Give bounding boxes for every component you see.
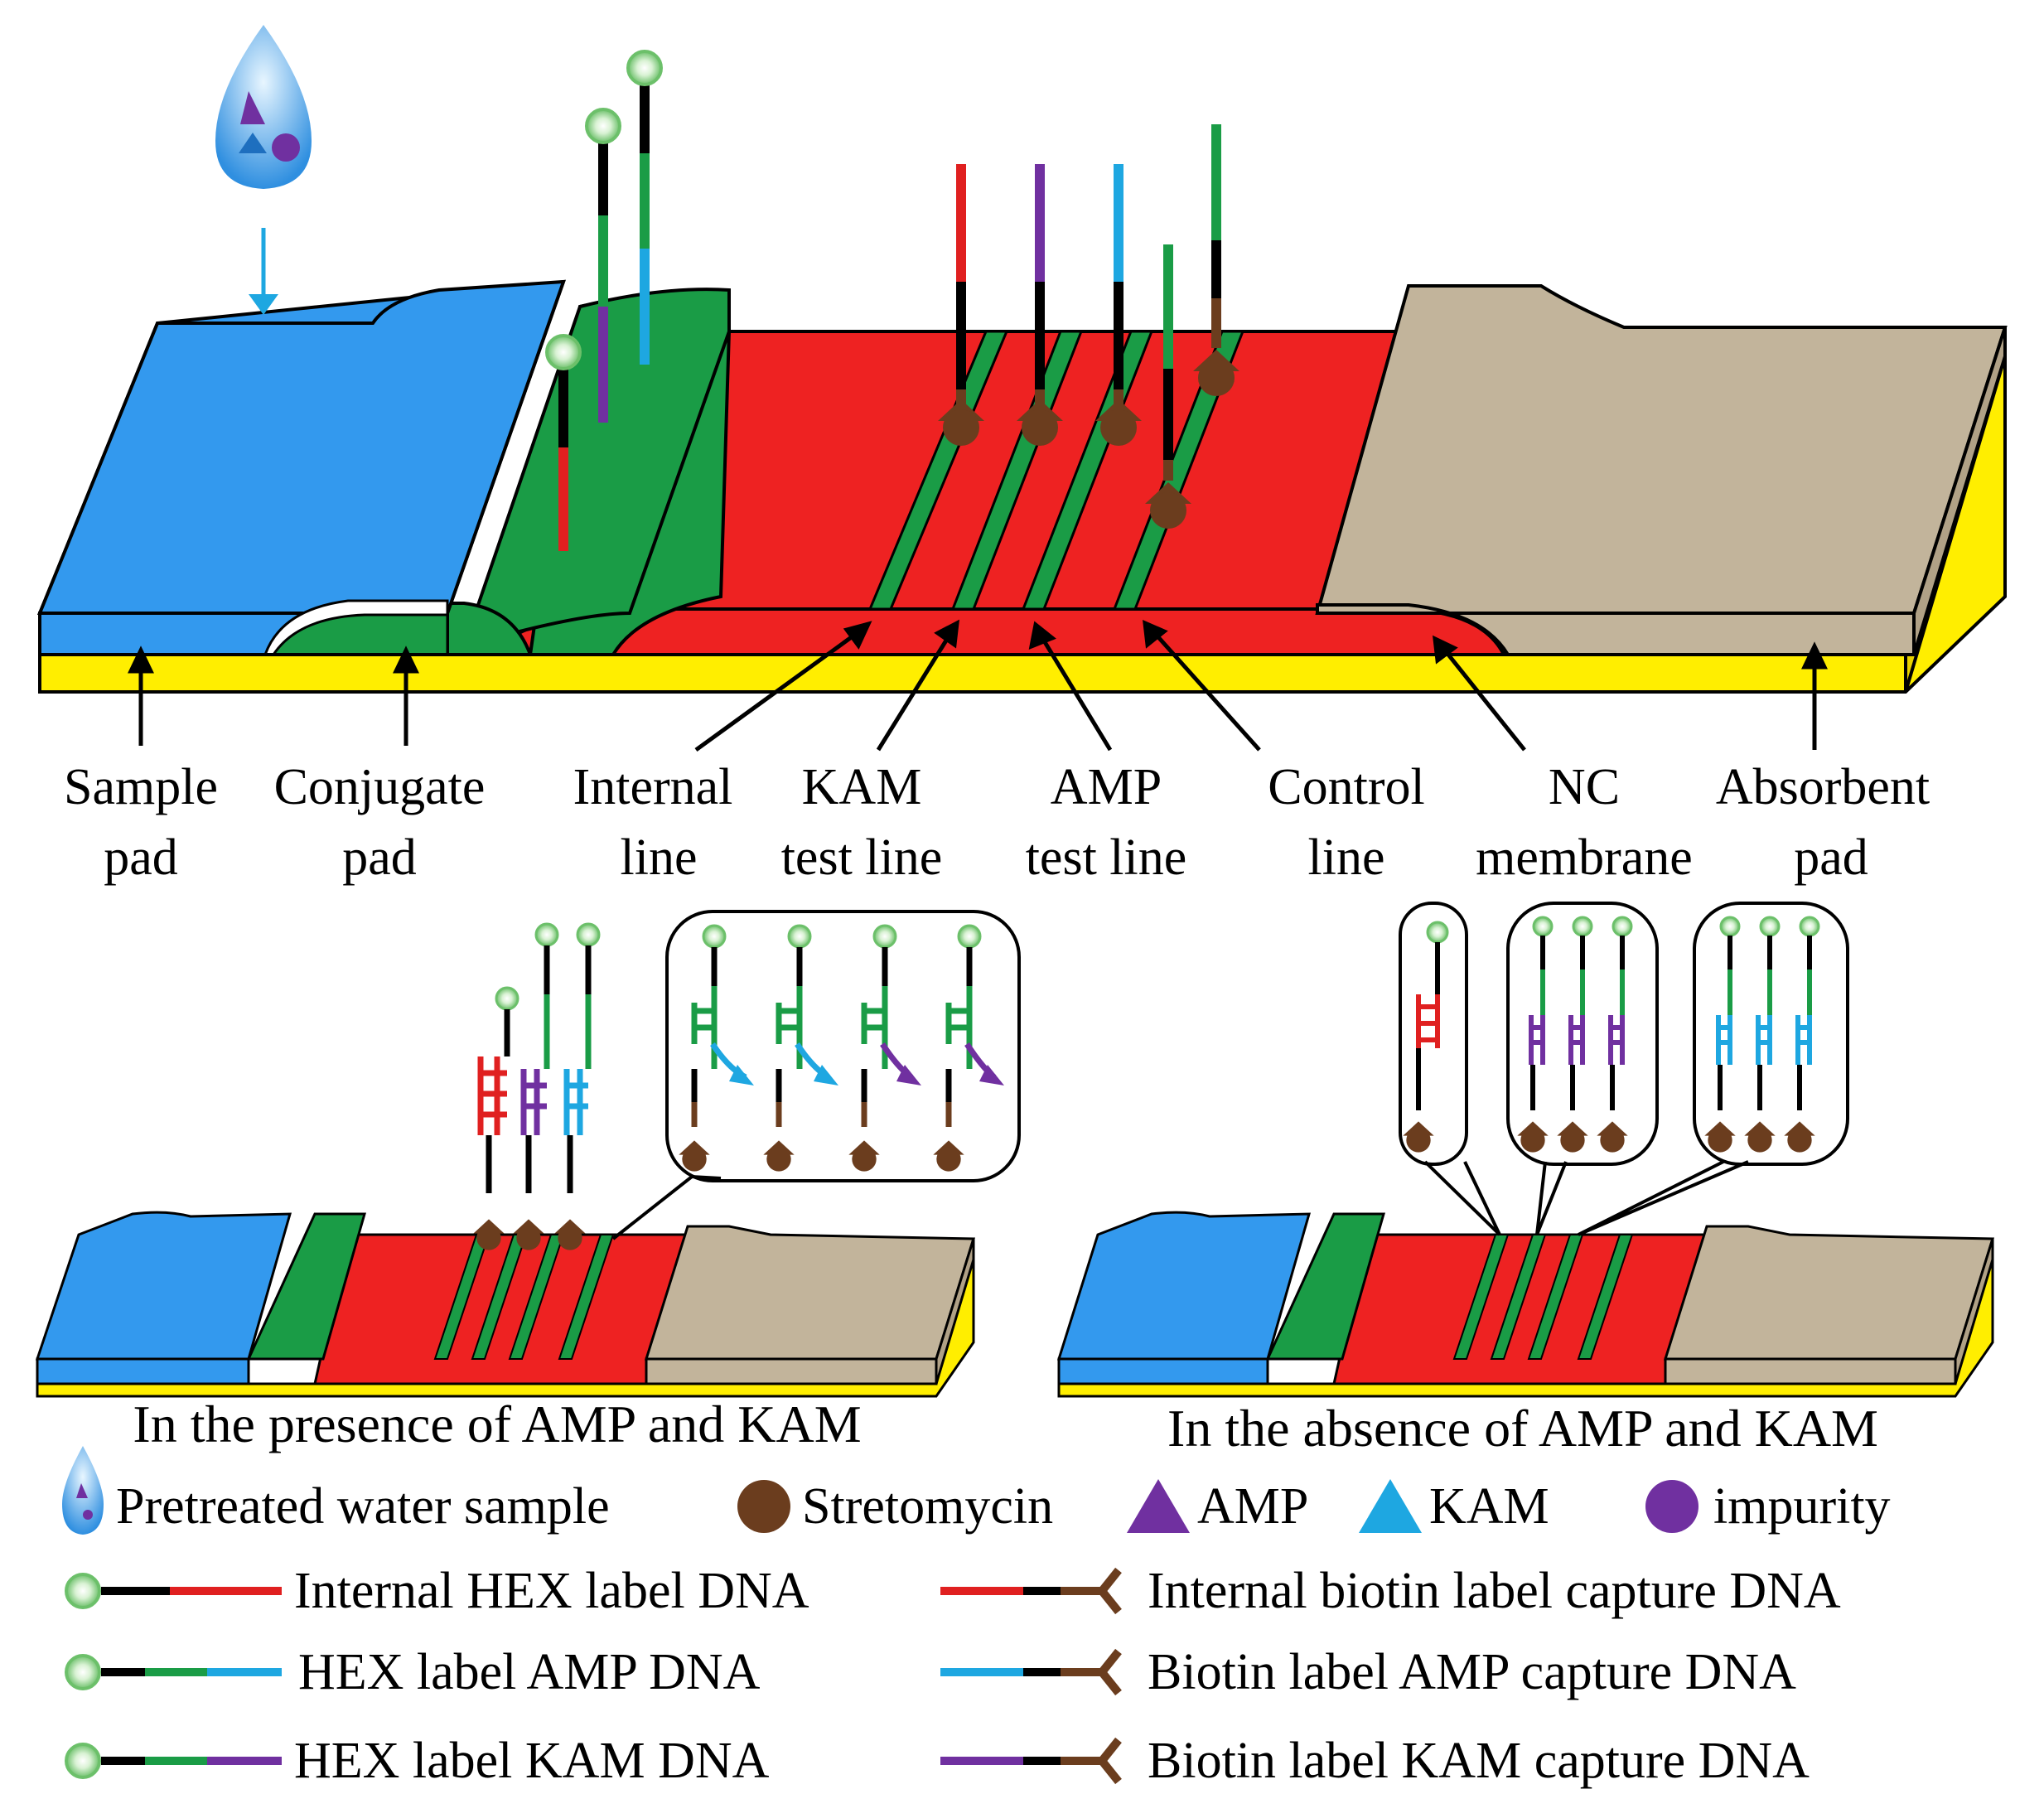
capture-control-b (1145, 244, 1191, 529)
label-control-line-1: Control (1268, 759, 1424, 815)
capture-control-a (1193, 124, 1239, 396)
absorbent-pad (1315, 284, 2008, 656)
label-internal-line-1: Internal (573, 759, 733, 815)
control-line (1112, 330, 1245, 611)
legend-amp-label: AMP (1197, 1478, 1308, 1535)
strip-absence (1056, 1211, 1995, 1398)
legend: Pretreated water sample Stretomycin AMP … (62, 1446, 1891, 1789)
legend-kam-label: KAM (1429, 1478, 1549, 1535)
legend-biotin-kam-label: Biotin label KAM capture DNA (1148, 1733, 1810, 1789)
sample-pad (37, 279, 566, 656)
presence-amp-complex (554, 922, 601, 1250)
legend-water-drop-icon (62, 1446, 104, 1535)
legend-biotin-kam-icon (940, 1737, 1122, 1785)
legend-amp-icon (1127, 1479, 1190, 1533)
legend-biotin-amp-label: Biotin label AMP capture DNA (1148, 1644, 1796, 1700)
label-kam-test-line-2: test line (781, 829, 943, 886)
legend-hex-kam-icon (65, 1743, 282, 1779)
label-sample-pad-2: pad (104, 829, 178, 886)
legend-biotin-amp-icon (940, 1648, 1122, 1696)
legend-internal-biotin-label: Internal biotin label capture DNA (1148, 1563, 1841, 1619)
legend-hex-kam-label: HEX label KAM DNA (294, 1733, 770, 1789)
label-arrows (128, 619, 1828, 752)
legend-kam-icon (1359, 1479, 1422, 1533)
caption-presence: In the presence of AMP and KAM (133, 1395, 861, 1453)
callout-free-probe-1 (679, 924, 754, 1172)
label-conjugate-pad-1: Conjugate (274, 759, 486, 815)
callout-free-probe-4 (933, 924, 1004, 1172)
absence-amp-complexes (1704, 916, 1820, 1153)
strip-presence (35, 1211, 976, 1398)
strip-label-group: Sample pad Conjugate pad Internal line K… (64, 759, 1930, 886)
label-amp-test-line-2: test line (1026, 829, 1187, 886)
capture-amp (1095, 164, 1142, 446)
presence-kam-complex (513, 922, 559, 1250)
presence-callout (611, 910, 1021, 1240)
caption-absence: In the absence of AMP and KAM (1167, 1399, 1878, 1458)
callout-free-probe-3 (848, 924, 921, 1172)
conjugate-probes (545, 50, 663, 551)
legend-impurity-icon (1645, 1480, 1699, 1533)
captured-probes-top (938, 124, 1239, 529)
legend-streptomycin-icon (737, 1480, 790, 1533)
hex-probe-amp (626, 50, 663, 365)
legend-internal-hex-label: Internal HEX label DNA (294, 1563, 809, 1619)
capture-kam (1017, 164, 1063, 446)
absence-internal-complex (1403, 921, 1449, 1153)
label-nc-membrane-2: membrane (1476, 829, 1693, 886)
label-absorbent-pad-1: Absorbent (1716, 759, 1930, 815)
label-absorbent-pad-2: pad (1794, 829, 1868, 886)
legend-hex-amp-label: HEX label AMP DNA (298, 1644, 761, 1700)
label-conjugate-pad-2: pad (342, 829, 417, 886)
hex-probe-kam (585, 108, 621, 423)
label-internal-line-2: line (621, 829, 698, 886)
absence-callouts (1399, 902, 1849, 1236)
capture-internal (938, 164, 984, 446)
legend-internal-hex-icon (65, 1573, 282, 1609)
legend-streptomycin-label: Stretomycin (802, 1478, 1053, 1535)
label-nc-membrane-1: NC (1549, 759, 1620, 815)
callout-free-probe-2 (763, 924, 838, 1172)
presence-internal-complex (473, 986, 519, 1250)
main-test-strip (37, 279, 2008, 694)
hex-probe-internal (545, 334, 582, 551)
legend-hex-amp-icon (65, 1654, 282, 1690)
legend-impurity-label: impurity (1713, 1478, 1891, 1535)
presence-complexes (473, 922, 601, 1250)
legend-water-sample-label: Pretreated water sample (116, 1478, 610, 1535)
label-sample-pad-1: Sample (64, 759, 218, 815)
label-kam-test-line-1: KAM (802, 759, 922, 815)
label-control-line-2: line (1308, 829, 1385, 886)
water-drop-icon (215, 25, 312, 315)
label-amp-test-line-1: AMP (1051, 759, 1162, 815)
legend-internal-biotin-icon (940, 1567, 1122, 1615)
absence-kam-complexes (1517, 916, 1633, 1153)
